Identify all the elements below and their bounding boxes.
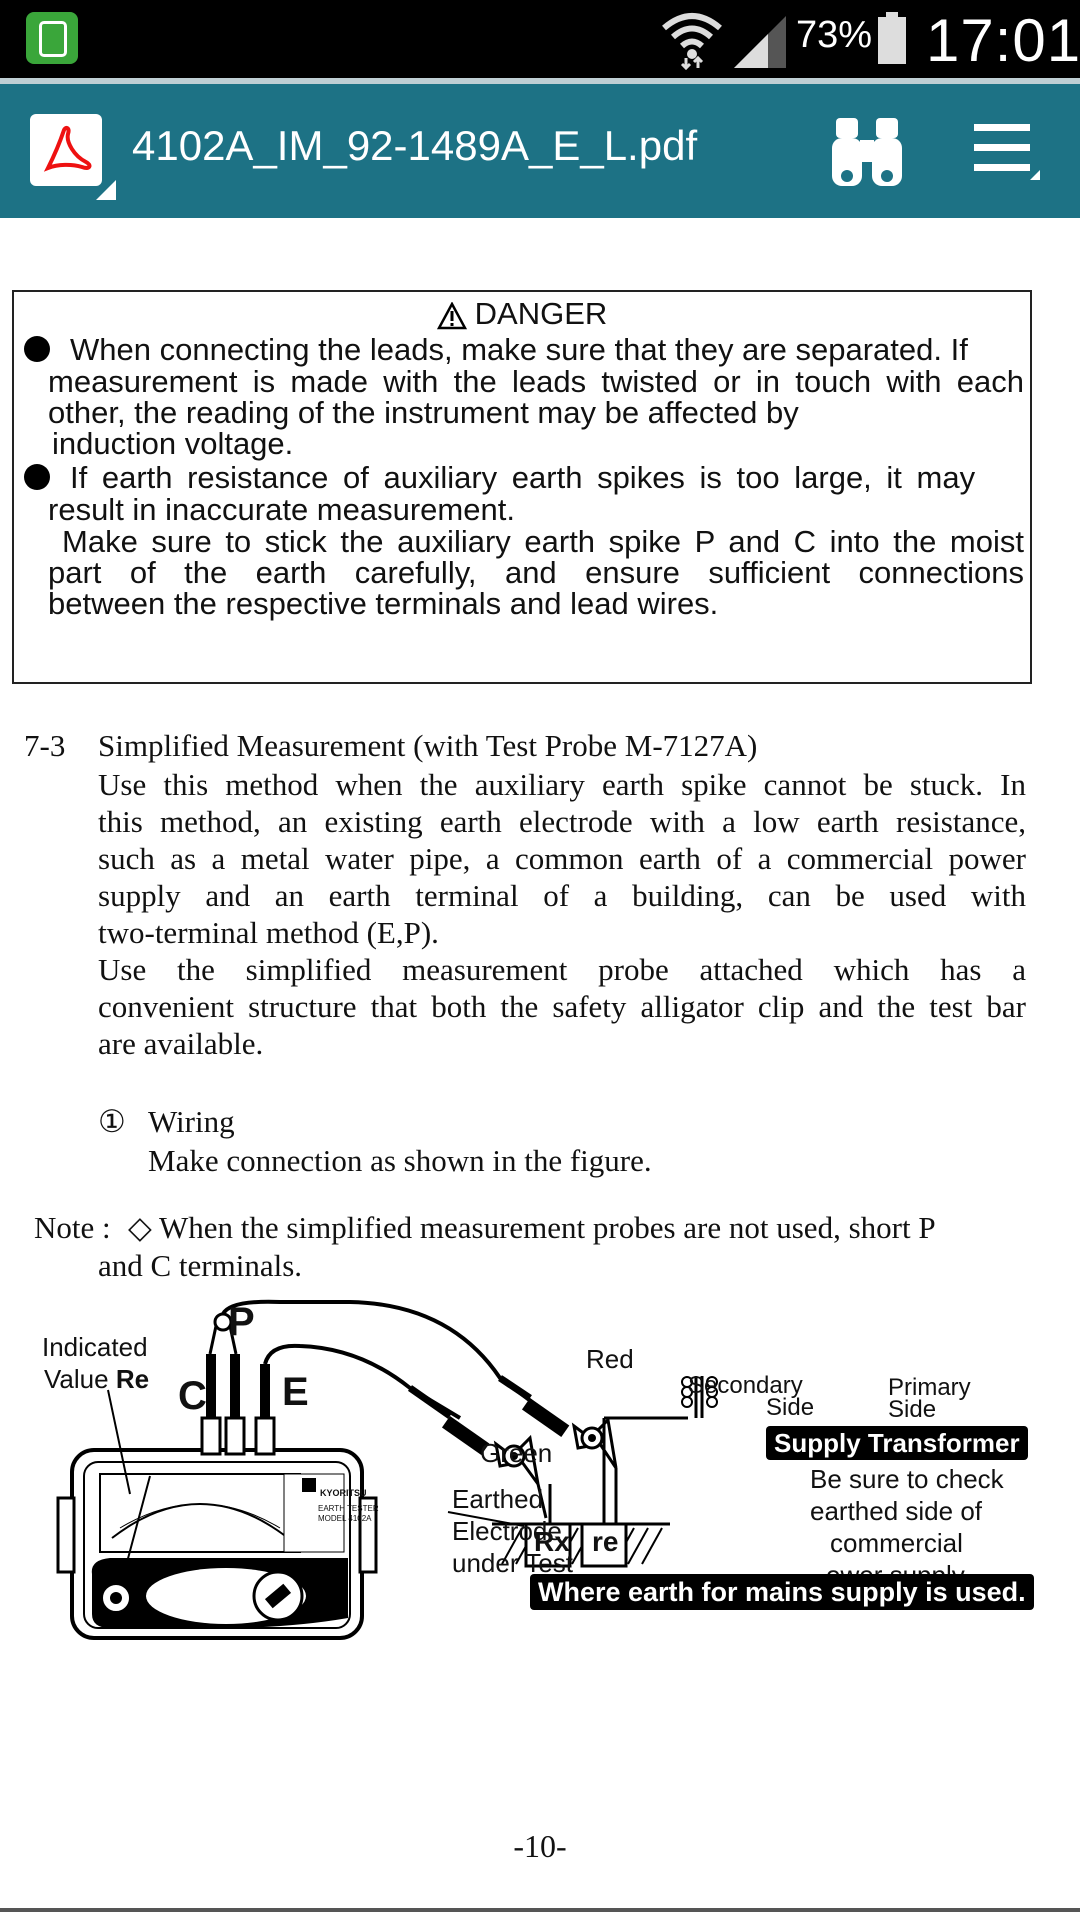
danger-title: DANGER (474, 296, 608, 331)
step-text: Make connection as shown in the figure. (148, 1143, 652, 1178)
pdf-page[interactable]: DANGER When connecting the leads, make s… (0, 218, 1080, 1908)
status-bar: 73% 17:01 (0, 0, 1080, 78)
terminal-p-label: P (228, 1300, 255, 1344)
danger-text-line: When connecting the leads, make sure tha… (70, 332, 968, 367)
app-bar: 4102A_IM_92-1489A_E_L.pdf (0, 78, 1080, 218)
danger-box: DANGER When connecting the leads, make s… (12, 290, 1032, 684)
step-marker: ① (98, 1104, 126, 1139)
green-lead-label: Green (480, 1438, 553, 1468)
indicated-label: Indicated (42, 1332, 148, 1362)
bullet-icon (24, 335, 50, 362)
danger-heading: DANGER (14, 296, 1030, 332)
menu-icon[interactable] (972, 120, 1042, 190)
electrode-label-line: Electrode (452, 1516, 562, 1546)
terminal-c-label: C (178, 1374, 207, 1418)
section-number: 7-3 (24, 728, 66, 763)
paragraph-line: Use this method when the auxiliary earth… (98, 767, 1026, 802)
battery-icon (878, 12, 906, 64)
primary-side-label: Side (888, 1396, 937, 1423)
paragraph-line: convenient structure that both the safet… (98, 989, 1026, 1024)
red-lead-label: Red (586, 1344, 634, 1374)
warning-triangle-icon (436, 301, 467, 330)
primary-label: Primary (888, 1374, 971, 1401)
danger-text-line: between the respective terminals and lea… (48, 586, 719, 621)
re-symbol: Re (115, 1364, 150, 1394)
secondary-label: Secondary (688, 1372, 803, 1399)
wifi-icon (662, 13, 722, 70)
danger-bullet-2: If earth resistance of auxiliary earth s… (24, 460, 1024, 496)
paragraph-line: such as a metal water pipe, a common ear… (98, 841, 1026, 876)
check-note-line: commercial (830, 1528, 963, 1558)
re-label: re (592, 1526, 619, 1557)
note-line: and C terminals. (98, 1248, 303, 1283)
check-note-line: Be sure to check (810, 1464, 1004, 1494)
paragraph-line: are available. (98, 1026, 264, 1061)
danger-text-line: result in inaccurate measurement. (48, 492, 515, 527)
wiring-diagram (56, 1299, 718, 1640)
document-title: 4102A_IM_92-1489A_E_L.pdf (132, 122, 698, 169)
danger-text-line: measurement is made with the leads twist… (48, 364, 1024, 399)
mains-supply-tag: Where earth for mains supply is used. (530, 1574, 1034, 1610)
rx-label: Rx (534, 1526, 570, 1557)
binoculars-search-icon[interactable] (832, 114, 902, 190)
meter-model-line: EARTH TESTER (318, 1504, 379, 1513)
paragraph-line: two-terminal method (E,P). (98, 915, 439, 950)
paragraph-line: supply and an earth terminal of a buildi… (98, 878, 1026, 913)
paragraph-line: this method, an existing earth electrode… (98, 804, 1026, 839)
battery-percent: 73% (796, 14, 873, 56)
danger-text-line: part of the earth carefully, and ensure … (48, 555, 1024, 590)
secondary-side-label: Side (766, 1394, 815, 1421)
danger-text-line: Make sure to stick the auxiliary earth s… (62, 524, 1024, 559)
danger-text-line: other, the reading of the instrument may… (48, 395, 799, 430)
bullet-icon (24, 463, 50, 490)
step-title: Wiring (148, 1104, 235, 1139)
danger-bullet-1: When connecting the leads, make sure tha… (24, 332, 1024, 368)
paragraph-line: Use the simplified measurement probe att… (98, 952, 1026, 987)
danger-text-line: induction voltage. (52, 426, 294, 461)
value-re-label: Value Re (44, 1364, 149, 1395)
check-note-line: earthed side of (810, 1496, 983, 1526)
electrode-label-line: under Test (452, 1548, 573, 1578)
section-paragraph-2: Use the simplified measurement probe att… (98, 951, 1026, 1062)
section-heading: Simplified Measurement (with Test Probe … (98, 728, 758, 763)
note-line: ◇ When the simplified measurement probes… (128, 1210, 936, 1245)
electrode-label-line: Earthed (452, 1484, 544, 1514)
value-label: Value (44, 1364, 109, 1394)
signal-icon (734, 16, 786, 68)
pdf-app-icon[interactable] (30, 114, 116, 200)
supply-transformer-tag: Supply Transformer (766, 1426, 1028, 1460)
page-bottom-edge (0, 1908, 1080, 1912)
danger-text-line: If earth resistance of auxiliary earth s… (70, 460, 976, 495)
section-paragraph-1: Use this method when the auxiliary earth… (98, 766, 1026, 951)
meter-model-line: MODEL 4102A (318, 1514, 372, 1523)
terminal-e-label: E (282, 1370, 309, 1414)
page-number: -10- (513, 1828, 567, 1864)
meter-brand: KYORITSU (320, 1488, 367, 1498)
wiring-figure: Indicated Value Re P C E Red Green Secon… (30, 1298, 1050, 1738)
clock: 17:01 (926, 7, 1080, 74)
screenshot-notification-icon (26, 12, 78, 64)
note-label: Note : (34, 1210, 111, 1245)
